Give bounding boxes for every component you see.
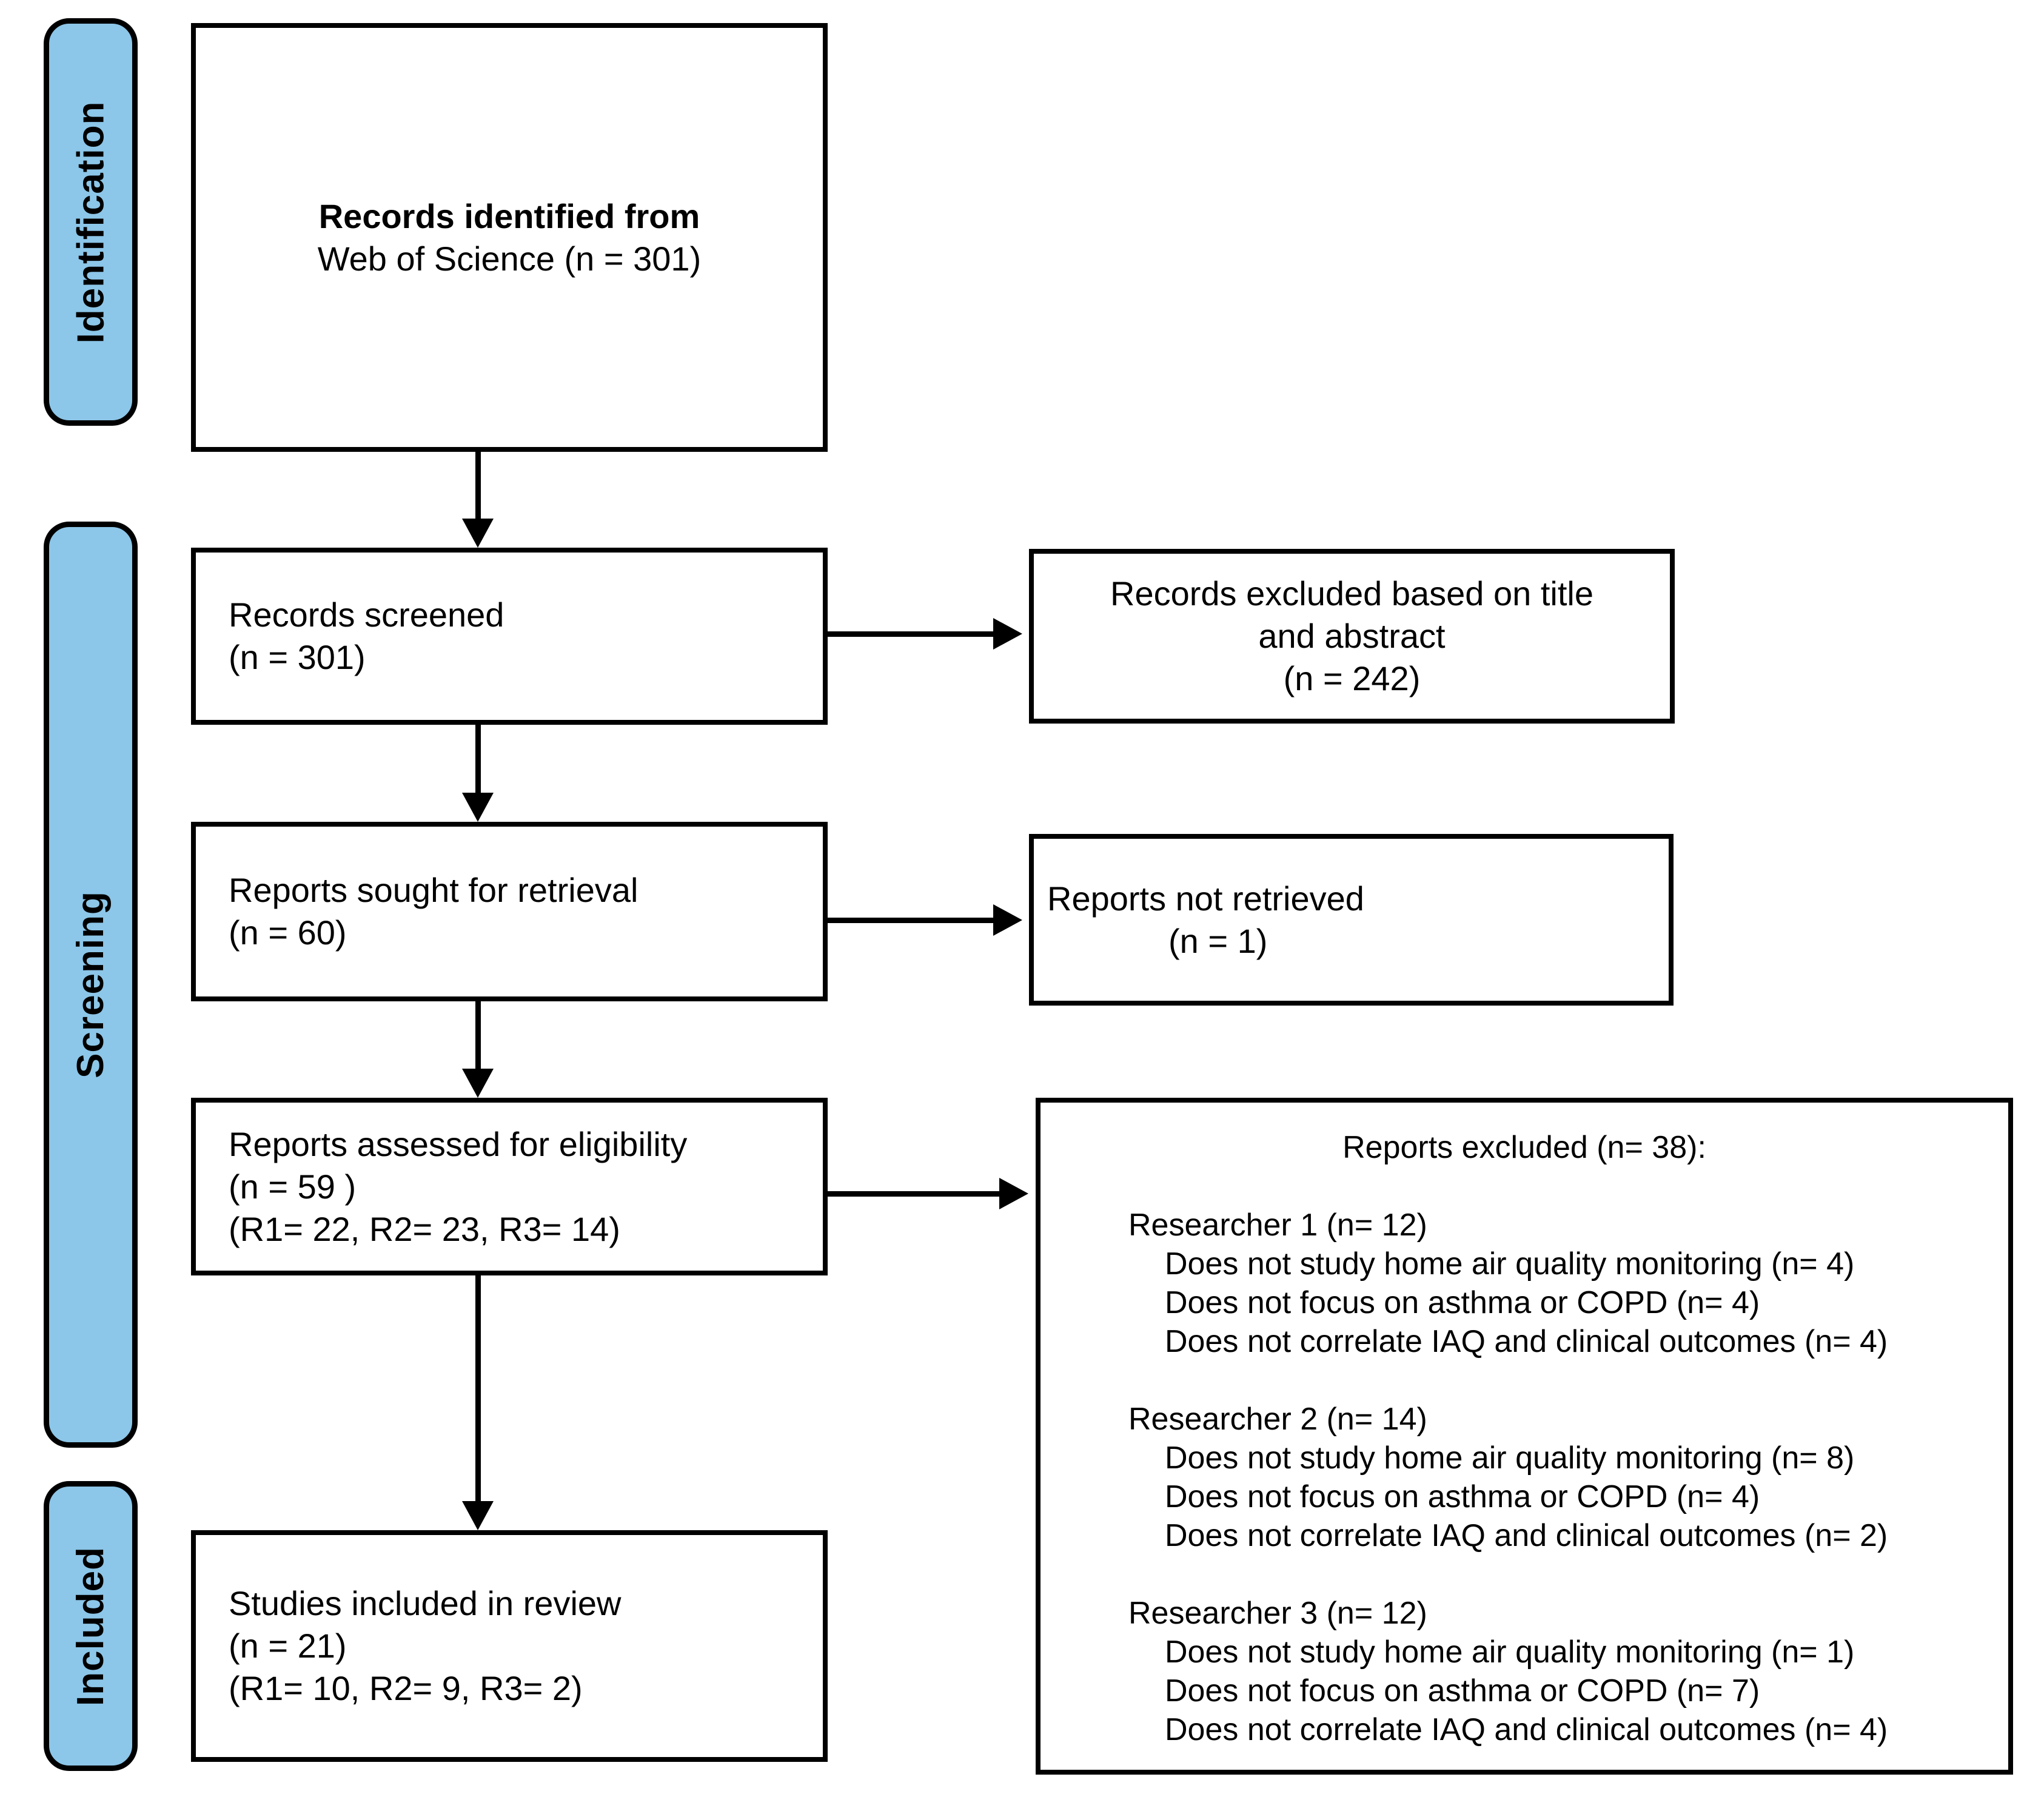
researcher-3-item-1: Does not study home air quality monitori…	[1165, 1635, 1855, 1670]
records-excluded-line3: (n = 242)	[1283, 659, 1421, 697]
arrow-line	[475, 725, 481, 795]
stage-included: Included	[44, 1481, 138, 1771]
researcher-1-group: Researcher 1 (n= 12) Does not study home…	[1040, 1206, 2008, 1361]
box-reports-not-retrieved: Reports not retrieved (n = 1)	[1029, 834, 1674, 1006]
arrow-line	[475, 1001, 481, 1070]
studies-included-line1: Studies included in review	[229, 1584, 622, 1622]
box-reports-excluded-detail: Reports excluded (n= 38): Researcher 1 (…	[1036, 1098, 2013, 1775]
researcher-3-item-3: Does not correlate IAQ and clinical outc…	[1165, 1712, 1888, 1747]
researcher-2-group: Researcher 2 (n= 14) Does not study home…	[1040, 1400, 2008, 1555]
reports-excluded-title: Reports excluded (n= 38):	[1342, 1130, 1706, 1165]
arrow-line	[475, 1275, 481, 1503]
researcher-1-item-2: Does not focus on asthma or COPD (n= 4)	[1165, 1285, 1760, 1320]
arrow-head-down-icon	[462, 1069, 494, 1098]
box-records-identified: Records identified from Web of Science (…	[191, 23, 828, 452]
records-identified-line2: Web of Science (n = 301)	[317, 239, 702, 278]
studies-included-line3: (R1= 10, R2= 9, R3= 2)	[229, 1669, 583, 1707]
researcher-3-group: Researcher 3 (n= 12) Does not study home…	[1040, 1594, 2008, 1749]
records-identified-line1: Records identified from	[318, 197, 700, 235]
box-studies-included: Studies included in review (n = 21) (R1=…	[191, 1530, 828, 1762]
arrow-line	[828, 1191, 1000, 1197]
stage-identification-label: Identification	[70, 101, 112, 343]
reports-assessed-line1: Reports assessed for eligibility	[229, 1124, 688, 1163]
stage-screening: Screening	[44, 522, 138, 1448]
records-screened-line1: Records screened	[229, 596, 504, 634]
reports-sought-line1: Reports sought for retrieval	[229, 871, 638, 909]
arrow-line	[828, 918, 994, 923]
records-excluded-line1: Records excluded based on title	[1110, 574, 1593, 613]
reports-not-retrieved-line2: (n = 1)	[1168, 921, 1268, 960]
records-screened-line2: (n = 301)	[229, 638, 366, 676]
researcher-1-header: Researcher 1 (n= 12)	[1128, 1208, 1427, 1243]
researcher-2-item-3: Does not correlate IAQ and clinical outc…	[1165, 1518, 1888, 1553]
stage-included-label: Included	[70, 1546, 112, 1706]
researcher-2-item-2: Does not focus on asthma or COPD (n= 4)	[1165, 1479, 1760, 1514]
reports-sought-line2: (n = 60)	[229, 913, 347, 952]
arrow-head-right-icon	[993, 618, 1022, 650]
records-excluded-line2: and abstract	[1258, 617, 1446, 655]
arrow-head-down-icon	[462, 793, 494, 822]
arrow-line	[828, 631, 994, 637]
stage-identification: Identification	[44, 18, 138, 426]
reports-assessed-line3: (R1= 22, R2= 23, R3= 14)	[229, 1209, 620, 1248]
researcher-2-item-1: Does not study home air quality monitori…	[1165, 1440, 1855, 1476]
arrow-line	[475, 452, 481, 522]
researcher-1-item-1: Does not study home air quality monitori…	[1165, 1246, 1855, 1282]
arrow-head-right-icon	[999, 1178, 1028, 1209]
researcher-2-header: Researcher 2 (n= 14)	[1128, 1402, 1427, 1437]
arrow-head-right-icon	[993, 904, 1022, 936]
studies-included-line2: (n = 21)	[229, 1627, 347, 1665]
box-reports-assessed: Reports assessed for eligibility (n = 59…	[191, 1098, 828, 1275]
box-records-excluded: Records excluded based on title and abst…	[1029, 549, 1675, 724]
arrow-head-down-icon	[462, 1501, 494, 1530]
researcher-1-item-3: Does not correlate IAQ and clinical outc…	[1165, 1324, 1888, 1359]
stage-screening-label: Screening	[70, 891, 112, 1078]
box-records-screened: Records screened (n = 301)	[191, 548, 828, 725]
arrow-head-down-icon	[462, 519, 494, 548]
reports-not-retrieved-line1: Reports not retrieved	[1047, 879, 1364, 918]
researcher-3-item-2: Does not focus on asthma or COPD (n= 7)	[1165, 1673, 1760, 1709]
researcher-3-header: Researcher 3 (n= 12)	[1128, 1596, 1427, 1631]
reports-assessed-line2: (n = 59 )	[229, 1167, 357, 1206]
box-reports-sought: Reports sought for retrieval (n = 60)	[191, 822, 828, 1001]
